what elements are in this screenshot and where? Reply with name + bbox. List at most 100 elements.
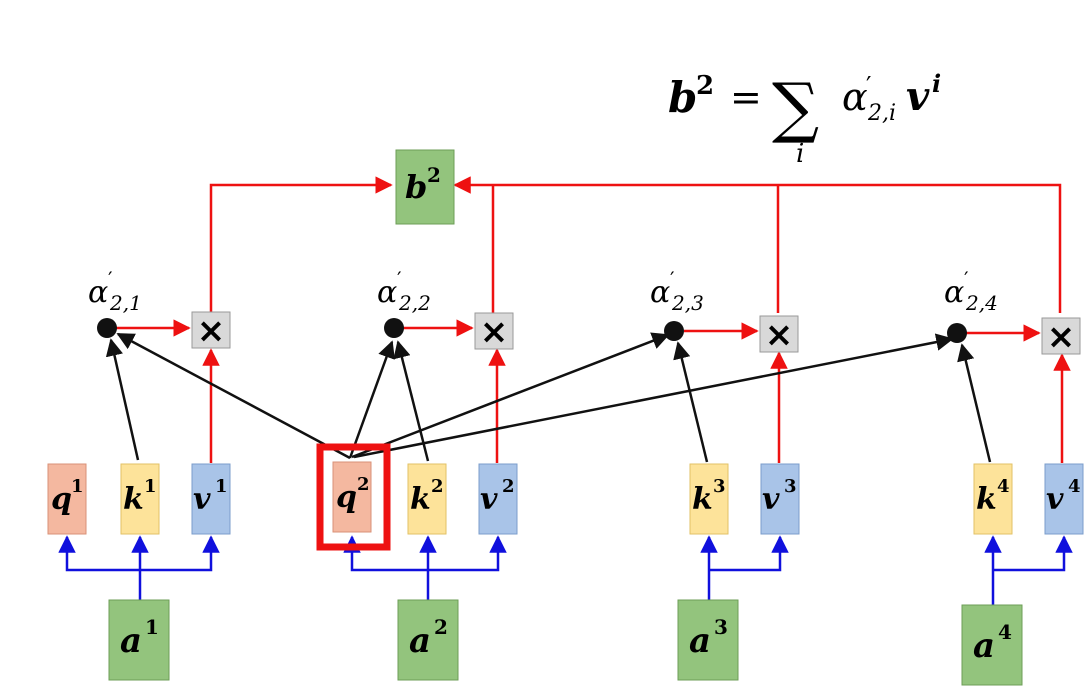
output-b2-letter: b	[405, 168, 427, 206]
formula-sum-index: i	[796, 139, 804, 169]
a2-to-v2	[428, 535, 507, 572]
alpha-4-symbol: α	[944, 275, 964, 310]
v4-sup: 4	[1068, 476, 1081, 497]
mult1-to-b2-line	[209, 176, 393, 313]
input-projection-lines	[58, 535, 1073, 605]
q1-letter: q	[51, 482, 72, 517]
formula-lhs-sup: 2	[696, 71, 714, 101]
aggregation-lines	[209, 176, 1062, 313]
q2-sup: 2	[357, 474, 370, 495]
multiply-nodes: × × × ×	[191, 311, 1081, 357]
alpha-node-1	[97, 318, 117, 338]
v1-box	[191, 463, 231, 535]
k1-vector: k 1	[120, 463, 160, 535]
formula-equals: =	[730, 75, 762, 119]
alpha-3-symbol: α	[650, 275, 670, 310]
v1-sup: 1	[215, 476, 228, 497]
a3-to-v3	[709, 535, 789, 572]
k3-letter: k	[692, 482, 713, 517]
k4-sup: 4	[997, 476, 1010, 497]
formula-v-sup: i	[932, 69, 941, 98]
multiply-node-4: ×	[1041, 317, 1081, 357]
v2-sup: 2	[502, 476, 515, 497]
a1-to-q1	[58, 535, 140, 572]
multiply-box-1	[191, 311, 231, 349]
v2-vector: v 2	[478, 463, 518, 535]
k1-box	[120, 463, 160, 535]
k3-vector: k 3	[689, 463, 729, 535]
alpha-4-prime: ′	[964, 267, 969, 291]
a2-letter: a	[409, 621, 431, 661]
output-b2: b 2	[395, 149, 455, 225]
output-b2-sup: 2	[427, 163, 441, 187]
formula-v: v	[906, 73, 930, 120]
a1-input: a 1	[108, 599, 170, 681]
k2-vector: k 2	[407, 463, 447, 535]
alpha-2-prime: ′	[397, 267, 402, 291]
v3-box	[760, 463, 800, 535]
qkv-vectors: q 1 k 1 v 1 q 2 k 2 v	[47, 443, 1084, 551]
a1-to-v1	[140, 535, 220, 572]
v4-box	[1044, 463, 1084, 535]
attention-arrows	[105, 332, 992, 463]
alpha-to-mult-arrows	[116, 319, 1041, 342]
mult-right-to-b2-line	[453, 176, 1062, 313]
v3-sup: 3	[784, 476, 797, 497]
q2-to-alpha3	[351, 332, 670, 459]
k3-to-alpha3	[673, 341, 709, 463]
q2-to-alpha1	[116, 332, 351, 460]
k3-sup: 3	[713, 476, 726, 497]
k1-letter: k	[123, 482, 144, 517]
q1-sup: 1	[71, 476, 84, 497]
alpha-label-3: α ′ 2,3	[650, 267, 704, 315]
alpha-label-4: α ′ 2,4	[944, 267, 998, 315]
multiply-icon-1: ×	[197, 311, 226, 351]
a3-input: a 3	[677, 599, 739, 681]
alpha-3-prime: ′	[670, 267, 675, 291]
q2-to-alpha2	[348, 340, 395, 459]
k1-sup: 1	[144, 476, 157, 497]
multiply-node-3: ×	[759, 315, 799, 355]
q2-letter: q	[336, 480, 357, 515]
formula-lhs: b	[668, 73, 697, 122]
k2-to-alpha2	[393, 340, 430, 462]
a4-input: a 4	[961, 604, 1023, 686]
a2-input: a 2	[397, 599, 459, 681]
alpha-2-symbol: α	[377, 275, 397, 310]
alpha-4-sub: 2,4	[965, 291, 998, 315]
a2-box	[397, 599, 459, 681]
alpha-1-prime: ′	[108, 267, 113, 291]
k4-vector: k 4	[973, 463, 1013, 535]
alpha-node-4	[947, 323, 967, 343]
alpha-2-sub: 2,2	[398, 291, 431, 315]
a4-box	[961, 604, 1023, 686]
q2-vector: q 2	[316, 443, 391, 551]
v4-vector: v 4	[1044, 463, 1084, 535]
k2-box	[407, 463, 447, 535]
a1-sup: 1	[145, 615, 159, 639]
value-to-mult-arrows	[202, 348, 1071, 463]
multiply-box-2	[474, 312, 514, 350]
multiply-node-2: ×	[474, 312, 514, 352]
k4-to-alpha4	[957, 343, 992, 463]
k4-box	[973, 463, 1013, 535]
v1-letter: v	[193, 482, 211, 517]
alpha-3-sub: 2,3	[671, 291, 704, 315]
multiply-icon-2: ×	[480, 312, 509, 352]
v2-box	[478, 463, 518, 535]
q2-highlight-frame	[316, 443, 391, 551]
formula-alpha: α	[842, 75, 868, 119]
a1-letter: a	[120, 621, 142, 661]
a4-to-v4	[993, 535, 1073, 572]
v4-letter: v	[1046, 482, 1064, 517]
a4-sup: 4	[998, 620, 1012, 644]
k4-letter: k	[976, 482, 997, 517]
alpha-labels: α ′ 2,1 α ′ 2,2 α ′ 2,3 α ′ 2,4	[88, 267, 998, 315]
multiply-icon-4: ×	[1047, 317, 1076, 357]
q2-box	[332, 461, 372, 533]
k3-box	[689, 463, 729, 535]
a1-box	[108, 599, 170, 681]
multiply-node-1: ×	[191, 311, 231, 351]
k2-letter: k	[410, 482, 431, 517]
